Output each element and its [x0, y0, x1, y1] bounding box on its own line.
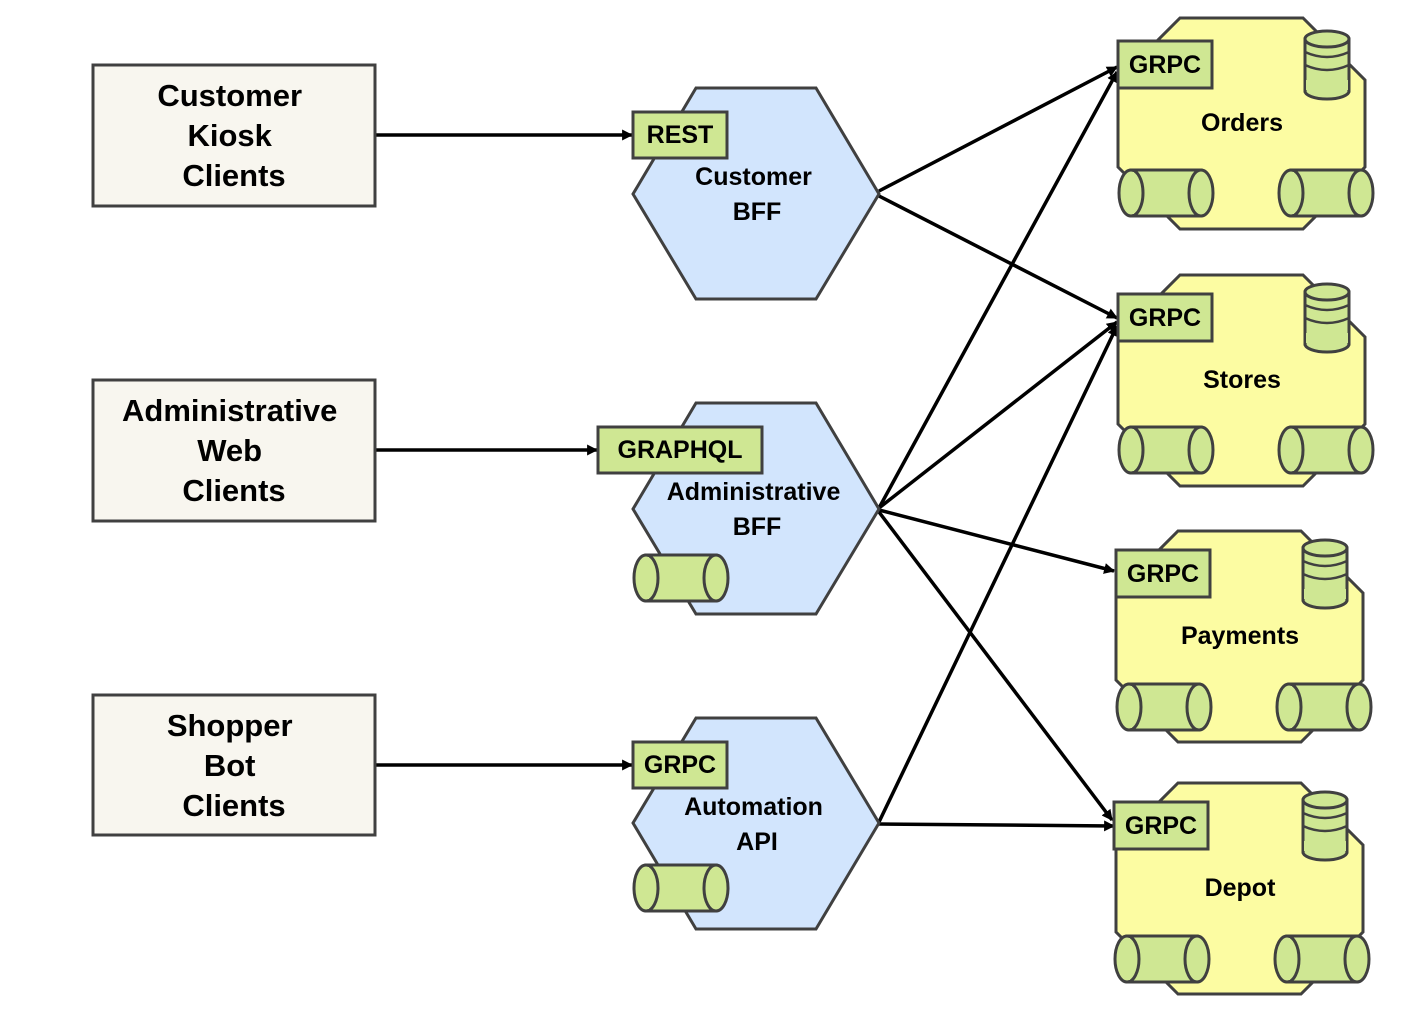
gateway-label: Automation API [684, 793, 830, 856]
service-payments[interactable]: GRPC Payments [1114, 529, 1373, 744]
rest-badge-label: REST [647, 121, 714, 149]
client-customer-kiosk[interactable]: Customer Kiosk Clients [91, 63, 377, 208]
service-label: Depot [1205, 874, 1277, 902]
grpc-badge-label: GRPC [1125, 812, 1197, 840]
client-label: Administrative Web Clients [122, 393, 346, 508]
grpc-badge [1116, 39, 1214, 90]
rest-badge [631, 110, 729, 160]
service-stores[interactable]: GRPC Stores [1116, 273, 1375, 488]
grpc-badge-label: GRPC [644, 751, 716, 779]
connectors [376, 65, 1119, 832]
arrow-admin-bff-to-stores [877, 320, 1119, 510]
service-label: Payments [1181, 622, 1299, 650]
arrow-customer-bff-to-stores [878, 194, 1118, 320]
grpc-badge [631, 740, 729, 790]
grpc-badge [1116, 292, 1214, 343]
arrow-automation-api-to-depot [878, 820, 1116, 832]
client-administrative-web[interactable]: Administrative Web Clients [91, 378, 377, 523]
queue-icon [632, 553, 730, 603]
client-label: Shopper Bot Clients [167, 708, 301, 823]
grpc-badge [1112, 800, 1210, 851]
gateway-label: Customer BFF [695, 163, 819, 226]
arrow-admin-bff-to-payments [878, 508, 1116, 574]
database-icon [1301, 790, 1349, 862]
right-queue-icon [1275, 682, 1373, 732]
database-icon [1301, 538, 1349, 610]
grpc-badge-label: GRPC [1129, 51, 1201, 79]
gateway-automation-api[interactable]: GRPC Automation API [631, 716, 881, 931]
left-queue-icon [1115, 682, 1213, 732]
client-shopper-bot[interactable]: Shopper Bot Clients [91, 693, 377, 837]
service-depot[interactable]: GRPC Depot [1112, 781, 1371, 996]
database-icon [1303, 29, 1351, 101]
arrow-customer-bff-to-orders [878, 65, 1118, 193]
client-box [91, 693, 377, 837]
database-icon [1303, 282, 1351, 354]
arrow-admin-bff-to-orders [877, 71, 1119, 509]
client-label: Customer Kiosk Clients [157, 78, 310, 193]
queue-icon [632, 863, 730, 913]
left-queue-icon [1117, 168, 1215, 218]
right-queue-icon [1277, 168, 1375, 218]
grpc-badge [1114, 548, 1212, 599]
gateway-label: Administrative BFF [667, 478, 848, 541]
service-label: Orders [1201, 109, 1283, 137]
right-queue-icon [1277, 425, 1375, 475]
right-queue-icon [1273, 934, 1371, 984]
client-box [91, 63, 377, 208]
arrow-admin-bff-to-depot [877, 510, 1114, 822]
grpc-badge-label: GRPC [1129, 304, 1201, 332]
graphql-badge [596, 425, 764, 475]
service-label: Stores [1203, 366, 1281, 394]
graphql-badge-label: GRAPHQL [618, 436, 743, 464]
grpc-badge-label: GRPC [1127, 560, 1199, 588]
service-orders[interactable]: GRPC Orders [1116, 16, 1375, 231]
client-box [91, 378, 377, 523]
gateway-administrative-bff[interactable]: GRAPHQL Administrative BFF [596, 401, 881, 616]
arrow-automation-api-to-stores [877, 325, 1119, 823]
left-queue-icon [1117, 425, 1215, 475]
left-queue-icon [1113, 934, 1211, 984]
gateway-customer-bff[interactable]: REST Customer BFF [631, 86, 881, 301]
